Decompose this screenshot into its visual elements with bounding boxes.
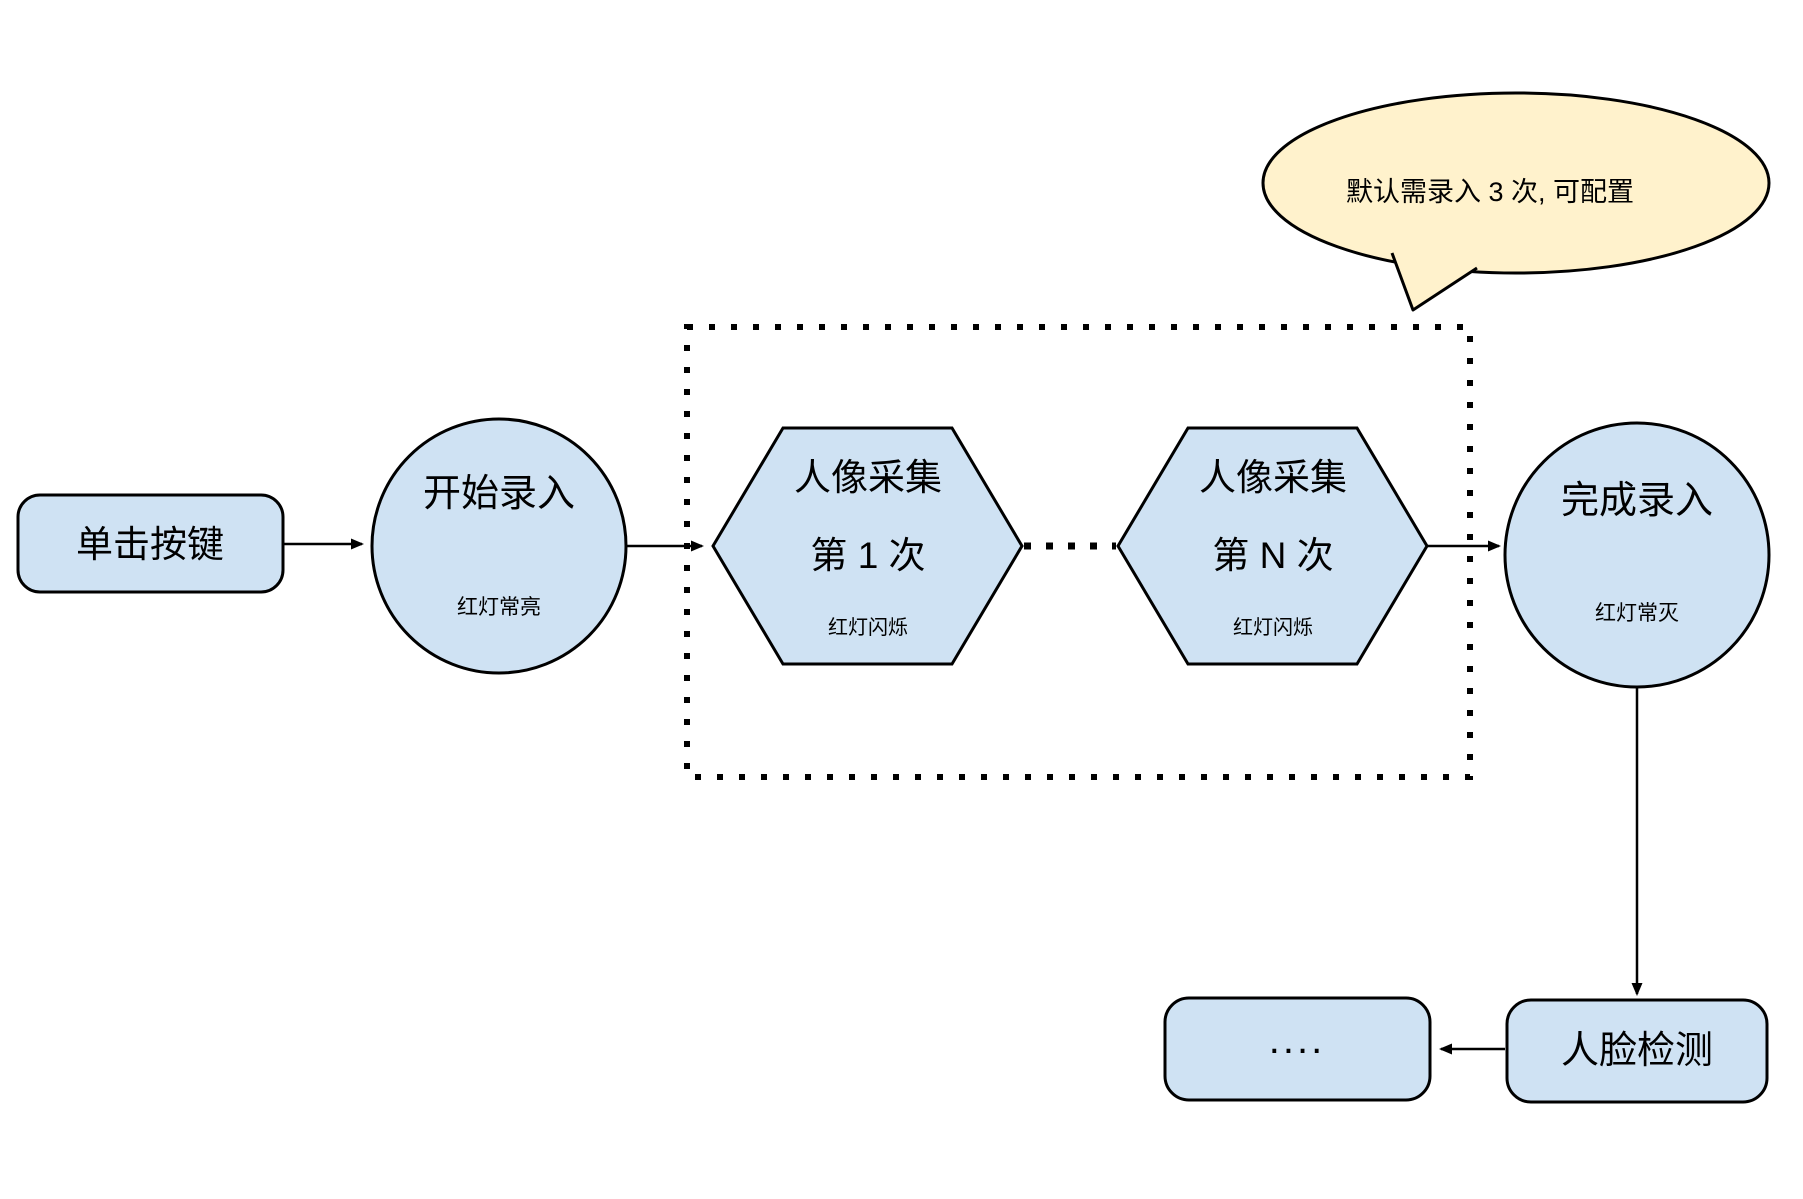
callout-tail: [1390, 252, 1478, 312]
finish-entry-node: [1503, 421, 1771, 689]
finish-entry-label: 完成录入: [1561, 480, 1713, 522]
face-detect-label: 人脸检测: [1561, 1030, 1713, 1072]
start-entry-sublabel: 红灯常亮: [457, 596, 541, 619]
callout-text: 默认需录入 3 次, 可配置: [1346, 177, 1634, 207]
callout-bubble: 默认需录入 3 次, 可配置: [1261, 91, 1771, 312]
callout-ellipse: [1261, 91, 1771, 275]
start-entry-node: [370, 417, 628, 675]
capture-first-sublabel: 红灯闪烁: [828, 616, 908, 639]
ellipsis-node: [1163, 996, 1432, 1102]
capture-first-label: 人像采集: [794, 457, 942, 498]
face-detect-node: [1505, 998, 1769, 1104]
capture-nth-node: [1116, 426, 1429, 666]
ellipsis-label: ....: [1269, 1018, 1325, 1062]
click-button-label: 单击按键: [76, 524, 224, 565]
capture-nth-label: 人像采集: [1199, 457, 1347, 498]
start-entry-label: 开始录入: [423, 473, 575, 515]
capture-first-node: [711, 426, 1024, 666]
capture-nth-sublabel: 红灯闪烁: [1233, 616, 1313, 639]
capture-nth-label2: 第 N 次: [1212, 535, 1333, 576]
finish-entry-sublabel: 红灯常灭: [1595, 602, 1679, 625]
capture-first-label2: 第 1 次: [810, 535, 925, 576]
